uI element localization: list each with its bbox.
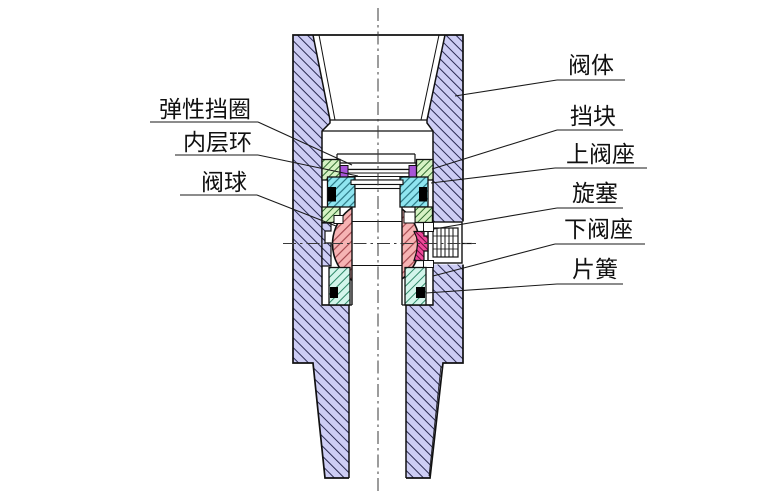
leader-body — [454, 79, 558, 97]
leader-upper-seat — [430, 167, 556, 184]
plug-flange-top — [423, 222, 434, 232]
leaf-spring-left — [330, 287, 338, 298]
label-circlip: 弹性挡圈 — [159, 97, 251, 122]
label-leaf-spring: 片簧 — [572, 257, 618, 282]
label-ball: 阀球 — [201, 170, 247, 195]
label-lower-seat: 下阀座 — [564, 217, 633, 242]
centerlines — [283, 8, 476, 492]
taper-line-left — [318, 34, 336, 121]
label-stop-block: 挡块 — [570, 104, 616, 129]
lower-assembly — [322, 266, 433, 306]
taper-line-right — [420, 34, 440, 121]
leaf-spring-right — [416, 287, 425, 298]
label-upper-seat: 上阀座 — [566, 142, 635, 167]
leader-inner-ring — [257, 154, 359, 177]
taper-line-bottom-right — [428, 365, 442, 477]
lower-seat-right — [404, 266, 427, 306]
label-body: 阀体 — [568, 53, 614, 78]
plug — [413, 230, 429, 262]
guide-block-left-notch — [333, 215, 344, 224]
guide-block-right-notch — [403, 211, 416, 224]
part-labels: 弹性挡圈 内层环 阀球 阀体 挡块 上阀座 旋塞 下阀座 片簧 — [159, 53, 635, 282]
leader-circlip — [257, 121, 353, 166]
leader-lines — [150, 79, 647, 294]
leader-plug — [433, 207, 558, 230]
bore-white — [352, 186, 402, 306]
plug-assembly — [413, 222, 434, 268]
leader-leaf-spring — [425, 283, 558, 294]
valve-body-section — [293, 35, 463, 478]
spring-leaves — [436, 228, 454, 257]
label-inner-ring: 内层环 — [183, 130, 252, 155]
central-bore — [351, 186, 403, 306]
upper-seal-right — [419, 187, 427, 202]
lower-seat-left — [328, 266, 351, 306]
plug-flange-bottom — [423, 260, 434, 268]
leader-stop-block — [431, 129, 558, 170]
upper-seal-left — [328, 187, 336, 202]
guide-block-right — [414, 206, 434, 224]
body-left-bump — [321, 222, 332, 267]
leader-lower-seat — [432, 243, 556, 277]
label-plug: 旋塞 — [572, 181, 618, 206]
leader-ball — [256, 194, 337, 227]
flange-bar-wide — [350, 179, 404, 186]
